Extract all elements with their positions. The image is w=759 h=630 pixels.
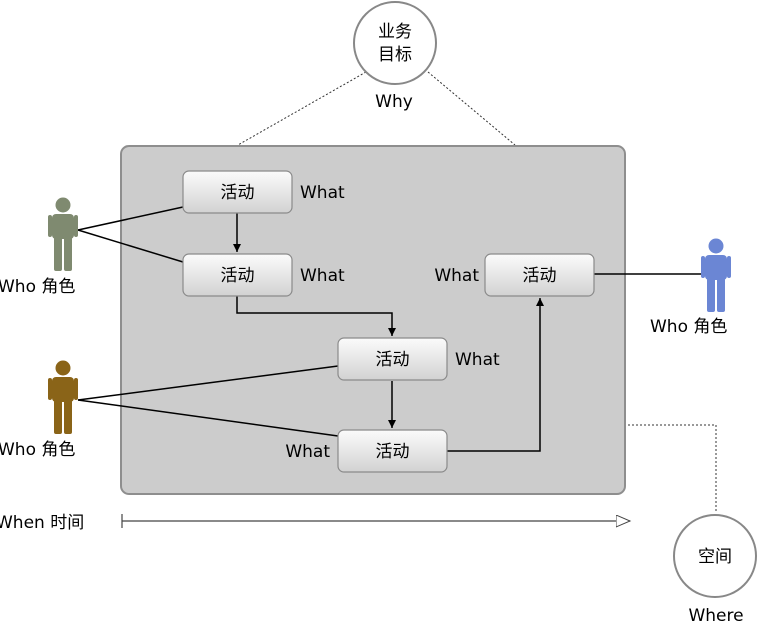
space-circle (673, 514, 757, 598)
scope-container (120, 145, 626, 495)
activity-5-label: 活动 (523, 266, 557, 286)
person-head (55, 197, 71, 213)
person-leg-left (54, 237, 62, 271)
why-connector-left (237, 71, 367, 146)
person-torso (705, 255, 727, 280)
person-leg-left (54, 400, 62, 434)
role2-link-b (77, 399, 339, 437)
why-connector-right (427, 71, 516, 146)
role2-link-a (77, 365, 339, 401)
person-arm-right (74, 378, 78, 400)
person-head (708, 238, 724, 254)
activity-1-label: 活动 (221, 183, 255, 203)
person-arm-left (48, 215, 52, 237)
activity-3-what: What (455, 350, 500, 370)
activity-2-label: 活动 (221, 266, 255, 286)
space-label: 空间 (698, 547, 732, 567)
flow-arrow-4-5 (447, 298, 544, 452)
business-goal-line1: 业务 (378, 22, 412, 42)
person-leg-right (717, 278, 725, 312)
role1-link-b (77, 229, 184, 263)
timeline-label: When 时间 (0, 513, 84, 533)
activity-1[interactable]: 活动 (182, 170, 293, 214)
person-head (55, 360, 71, 376)
person-arm-left (701, 256, 705, 278)
activity-5[interactable]: 活动 (484, 253, 595, 297)
activity-2-what: What (300, 266, 345, 286)
activity-4[interactable]: 活动 (337, 429, 448, 473)
person-arm-left (48, 378, 52, 400)
activity-4-label: 活动 (376, 442, 410, 462)
why-caption: Why (375, 92, 413, 112)
flow-arrow-2-3 (236, 296, 396, 336)
role-1-label: Who 角色 (0, 277, 75, 297)
where-caption: Where (688, 606, 743, 626)
person-icon (701, 238, 731, 312)
role-2-label: Who 角色 (0, 440, 75, 460)
activity-5-what: What (434, 266, 479, 286)
person-torso (52, 377, 74, 402)
person-icon (48, 197, 78, 271)
role1-link-a (77, 206, 184, 231)
business-goal-circle (353, 1, 437, 85)
business-goal-line2: 目标 (378, 45, 412, 65)
person-torso (52, 214, 74, 239)
activity-1-what: What (300, 183, 345, 203)
person-arm-right (74, 215, 78, 237)
activity-3[interactable]: 活动 (337, 337, 448, 381)
person-icon (48, 360, 78, 434)
person-leg-right (64, 400, 72, 434)
role-3-label: Who 角色 (650, 317, 727, 337)
person-arm-right (727, 256, 731, 278)
activity-3-label: 活动 (376, 350, 410, 370)
activity-2[interactable]: 活动 (182, 253, 293, 297)
person-leg-right (64, 237, 72, 271)
where-connector (628, 424, 717, 512)
activity-4-what: What (285, 442, 330, 462)
person-leg-left (707, 278, 715, 312)
